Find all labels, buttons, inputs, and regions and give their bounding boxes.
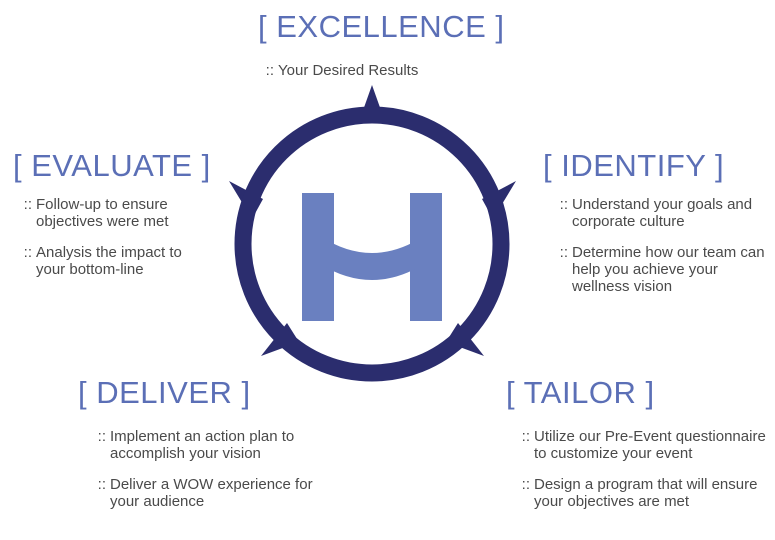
list-marker: :: (265, 62, 274, 79)
item-text: Implement an action plan to accomplish y… (110, 428, 295, 462)
list-item: :: Understand your goals and corporate c… (552, 196, 768, 230)
list-marker: :: (97, 428, 106, 445)
list-item: :: Implement an action plan to accomplis… (90, 428, 330, 462)
heading-excellence: [ EXCELLENCE ] (258, 9, 505, 44)
list-marker: :: (559, 196, 568, 213)
list-marker: :: (23, 244, 32, 261)
list-item: :: Your Desired Results (258, 62, 498, 79)
list-marker: :: (23, 196, 32, 213)
item-text: Utilize our Pre-Event questionnaire to c… (534, 428, 766, 462)
item-text: Follow-up to ensure objectives were met (36, 196, 169, 230)
heading-deliver: [ DELIVER ] (78, 375, 251, 410)
heading-tailor: [ TAILOR ] (506, 375, 655, 410)
list-marker: :: (521, 476, 530, 493)
item-text: Analysis the impact to your bottom-line (36, 244, 182, 278)
list-item: :: Utilize our Pre-Event questionnaire t… (514, 428, 766, 462)
list-item: :: Design a program that will ensure you… (514, 476, 766, 510)
heading-evaluate: [ EVALUATE ] (13, 148, 211, 183)
deliver-block: :: Implement an action plan to accomplis… (90, 428, 330, 524)
list-item: :: Determine how our team can help you a… (552, 244, 768, 295)
list-marker: :: (559, 244, 568, 261)
identify-block: :: Understand your goals and corporate c… (552, 196, 768, 309)
item-text: Your Desired Results (278, 62, 419, 79)
list-item: :: Analysis the impact to your bottom-li… (16, 244, 192, 278)
list-item: :: Deliver a WOW experience for your aud… (90, 476, 330, 510)
list-marker: :: (97, 476, 106, 493)
evaluate-block: :: Follow-up to ensure objectives were m… (16, 196, 192, 292)
list-item: :: Follow-up to ensure objectives were m… (16, 196, 192, 230)
heading-identify: [ IDENTIFY ] (543, 148, 725, 183)
item-text: Deliver a WOW experience for your audien… (110, 476, 313, 510)
excellence-block: :: Your Desired Results (258, 62, 498, 93)
list-marker: :: (521, 428, 530, 445)
tailor-block: :: Utilize our Pre-Event questionnaire t… (514, 428, 766, 524)
item-text: Design a program that will ensure your o… (534, 476, 758, 510)
item-text: Understand your goals and corporate cult… (572, 196, 753, 230)
item-text: Determine how our team can help you achi… (572, 244, 765, 295)
